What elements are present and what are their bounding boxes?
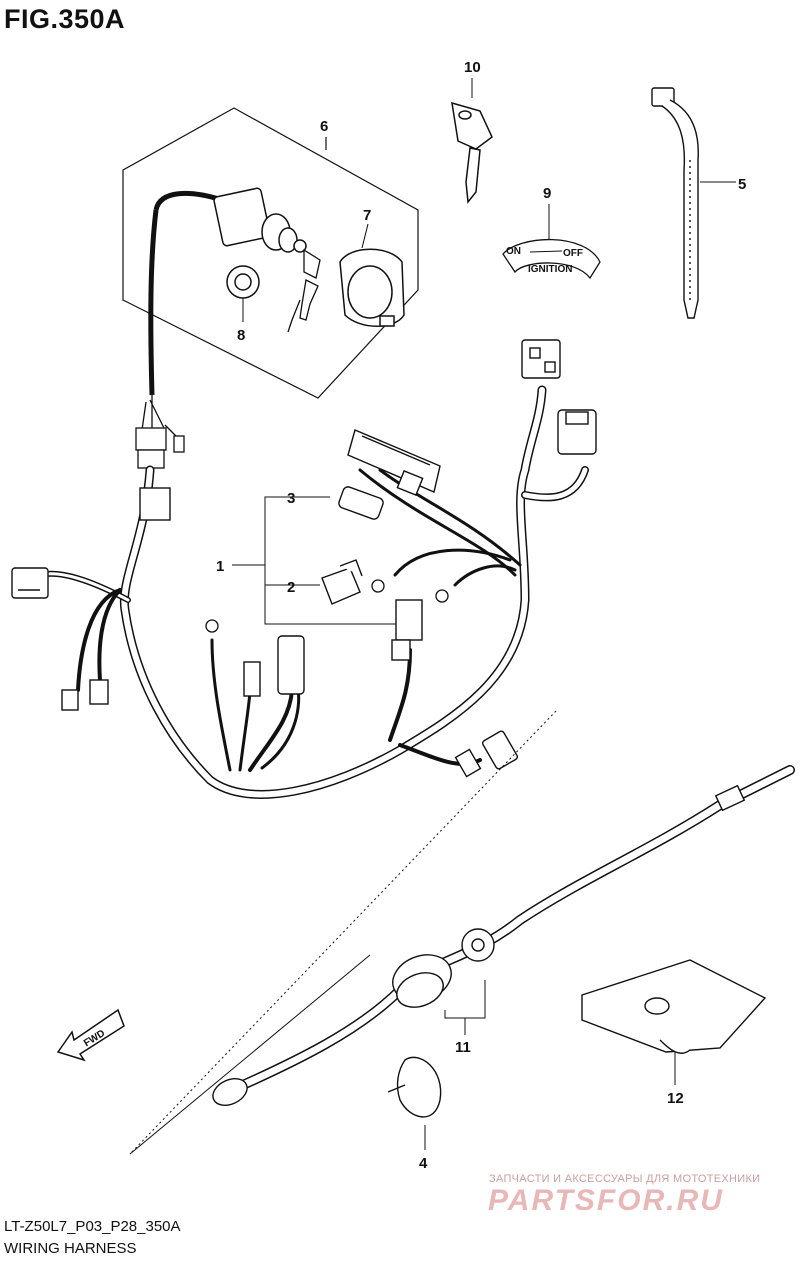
harness-connectors (11, 339, 597, 778)
callout-3: 3 (287, 490, 295, 507)
ignition-switch-kit-box (122, 107, 419, 399)
callout-2: 2 (287, 579, 295, 596)
diagram-caption: WIRING HARNESS (4, 1240, 137, 1257)
label-off-text: OFF (563, 248, 583, 259)
sensor-parts (212, 784, 746, 1106)
ignition-switch-cap (339, 248, 405, 327)
sensor-wire (220, 765, 795, 1098)
watermark-tagline: ЗАПЧАСТИ И АКСЕССУАРЫ ДЛЯ МОТОТЕХНИКИ (489, 1173, 761, 1185)
ignition-key-pair (287, 248, 321, 333)
spare-key (451, 101, 493, 204)
callout-1: 1 (216, 558, 224, 575)
drawing-code: LT-Z50L7_P03_P28_350A (4, 1218, 181, 1235)
label-ignition-text: IGNITION (528, 264, 572, 275)
callout-6: 6 (320, 118, 328, 135)
cable-tie (651, 87, 699, 319)
callout-5: 5 (738, 176, 746, 193)
terminal-cap (321, 559, 363, 605)
ring-terminals (205, 579, 449, 633)
fwd-arrow: FWD (56, 1008, 125, 1062)
ignition-position-label: ON OFF IGNITION (502, 238, 601, 280)
callout-7: 7 (363, 207, 371, 224)
wire-clamp (387, 1056, 442, 1118)
watermark-brand: PARTSFOR.RU (488, 1184, 724, 1217)
label-on-text: ON (506, 246, 521, 257)
callout-8: 8 (237, 327, 245, 344)
ignition-switch-connector (135, 395, 185, 469)
callout-12: 12 (667, 1090, 684, 1107)
fuse (338, 486, 384, 520)
sensor-harness-guide (129, 710, 557, 1155)
figure-title: FIG.350A (4, 4, 126, 34)
callout-11: 11 (455, 1039, 471, 1056)
ignition-switch (148, 187, 307, 396)
callout-1-bracket (232, 496, 396, 625)
protector-sheet (581, 959, 767, 1054)
main-harness (37, 385, 589, 799)
ring-nut (226, 265, 260, 299)
callout-4: 4 (419, 1155, 428, 1172)
callout-10: 10 (464, 59, 481, 76)
fuse-holder (347, 429, 441, 497)
callout-9: 9 (543, 185, 551, 202)
